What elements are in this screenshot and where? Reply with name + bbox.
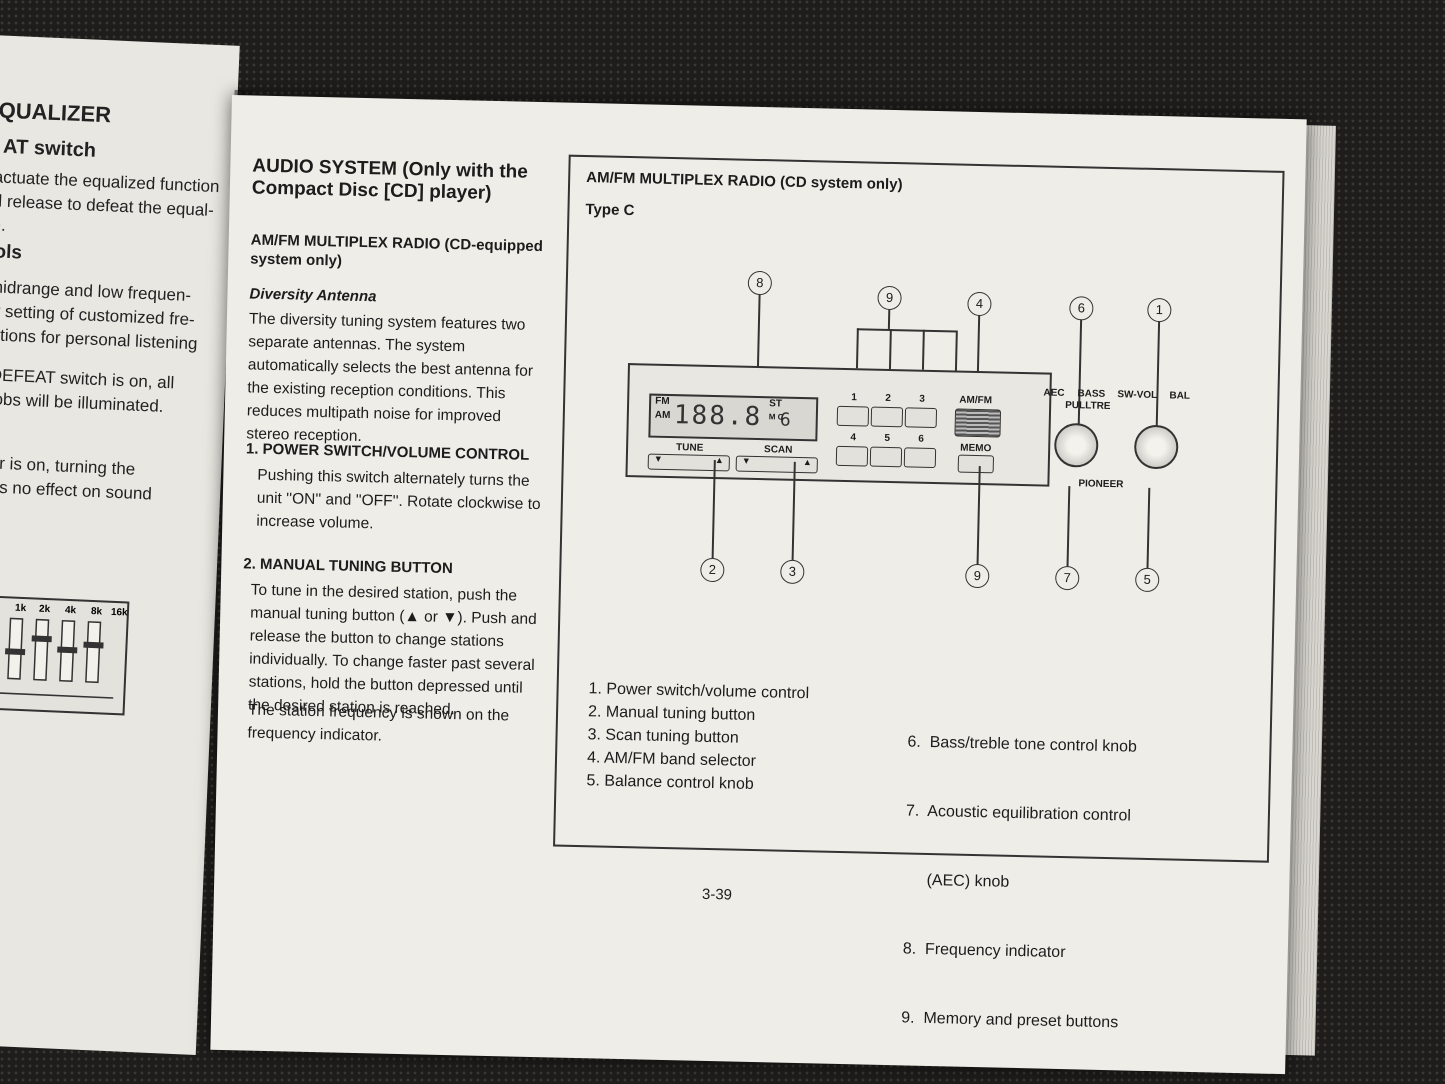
- diversity-heading: Diversity Antenna: [249, 285, 377, 306]
- left-text-line: /DEFEAT switch is on, all: [0, 365, 175, 393]
- preset-label: 1: [851, 392, 857, 404]
- legend-item: 8. Frequency indicator: [902, 940, 1066, 962]
- preset-button-3[interactable]: [904, 407, 938, 429]
- section-2-heading: 2. MANUAL TUNING BUTTON: [243, 555, 453, 578]
- diversity-text: The diversity tuning system features two…: [246, 310, 534, 446]
- legend-item: 6. Bass/treble tone control knob: [907, 733, 1138, 756]
- up-arrow-icon: ▲: [802, 457, 812, 468]
- up-arrow-icon: ▲: [714, 455, 724, 466]
- memory-button[interactable]: [957, 454, 995, 474]
- aec-bass-treble-knob[interactable]: [1053, 422, 1099, 468]
- display-am: AM: [654, 409, 671, 422]
- preset-label: 4: [850, 432, 857, 444]
- callout-9-top: 9: [877, 285, 902, 311]
- eq-label: 16k: [110, 606, 128, 619]
- equalizer-diagram: 500 1k 2k 4k 8k 16k: [0, 594, 130, 716]
- down-arrow-icon: ▼: [741, 455, 751, 466]
- left-text-line: zer is on, turning the: [0, 453, 136, 479]
- legend-item: 7. Acoustic equilibration control: [905, 802, 1132, 825]
- left-text-line: n.: [0, 215, 7, 235]
- legend-item: 9. Memory and preset buttons: [901, 1009, 1119, 1032]
- page-number: 3-39: [701, 885, 733, 904]
- eq-label: 2k: [38, 603, 51, 616]
- preset-label: 2: [885, 392, 891, 405]
- right-page: AUDIO SYSTEM (Only with the Compact Disc…: [210, 95, 1307, 1075]
- bal-label: BAL: [1169, 390, 1191, 402]
- callout-2: 2: [700, 557, 725, 583]
- left-text-line: has no effect on sound: [0, 477, 153, 504]
- equalizer-sliders: [0, 617, 114, 699]
- bass-label: BASS: [1077, 388, 1106, 400]
- left-text-line: nobs will be illuminated.: [0, 389, 164, 416]
- eq-label: 8k: [90, 605, 103, 618]
- preset-label: 5: [884, 432, 891, 445]
- preset-label: 6: [918, 433, 925, 445]
- left-text-line: w setting of customized fre-: [0, 301, 196, 330]
- radio-unit: 188.8 6 FM AM ST M C TUNE ▼ ▲ SCAN ▼ ▲: [625, 363, 1052, 487]
- left-heading-controls: ols: [0, 241, 23, 264]
- left-heading-switch: AT switch: [2, 135, 97, 162]
- callout-5: 5: [1134, 567, 1160, 593]
- leader-line: [1066, 486, 1070, 569]
- left-text-line: midrange and low frequen-: [0, 277, 192, 306]
- preset-label: 3: [919, 393, 925, 405]
- leader-line: [1146, 487, 1150, 570]
- down-arrow-icon: ▼: [653, 453, 663, 464]
- left-text-line: d release to defeat the equal-: [0, 191, 215, 220]
- amfm-label: AM/FM: [959, 394, 993, 407]
- preset-button-1[interactable]: [836, 405, 870, 427]
- aec-label: AEC: [1043, 387, 1065, 399]
- legend-item: (AEC) knob: [904, 871, 1010, 891]
- left-page: QUALIZER AT switch actuate the equalized…: [0, 35, 240, 1055]
- legend-item: 5. Balance control knob: [586, 772, 754, 794]
- figure-frame: AM/FM MULTIPLEX RADIO (CD system only) T…: [553, 154, 1285, 1031]
- manual-tuning-button[interactable]: ▼ ▲: [647, 453, 730, 472]
- swvol-label: SW-VOL: [1117, 389, 1158, 402]
- scan-label: SCAN: [763, 444, 793, 456]
- callout-7: 7: [1054, 565, 1080, 591]
- amfm-band-selector[interactable]: [954, 408, 1002, 438]
- callout-8: 8: [747, 270, 773, 296]
- left-heading-equalizer: QUALIZER: [0, 97, 112, 128]
- frequency-indicator: 188.8 6: [648, 393, 819, 442]
- display-text: 188.8: [673, 400, 763, 433]
- display-fm: FM: [655, 395, 670, 408]
- power-volume-knob[interactable]: [1133, 424, 1179, 470]
- left-text-line: lations for personal listening: [0, 325, 198, 354]
- memo-label: MEMO: [960, 442, 992, 455]
- leader-line: [887, 308, 890, 329]
- callout-1: 1: [1147, 297, 1172, 323]
- preset-button-6[interactable]: [903, 447, 937, 469]
- display-st: ST: [769, 398, 783, 410]
- page-subtitle: AM/FM MULTIPLEX RADIO (CD-equipped syste…: [250, 231, 544, 270]
- callout-6: 6: [1069, 296, 1094, 321]
- legend-right: 6. Bass/treble tone control knob 7. Acou…: [900, 685, 1138, 1081]
- preset-button-5[interactable]: [869, 446, 903, 468]
- callout-9-bottom: 9: [965, 563, 990, 589]
- display-mc: M C: [768, 412, 784, 422]
- callout-3: 3: [780, 559, 805, 585]
- legend-left: 1. Power switch/volume control 2. Manual…: [586, 677, 809, 797]
- page-title: AUDIO SYSTEM (Only with the Compact Disc…: [251, 155, 529, 204]
- preset-button-4[interactable]: [835, 445, 869, 467]
- preset-button-2[interactable]: [870, 406, 904, 428]
- leader-line: [856, 328, 957, 333]
- figure-title: AM/FM MULTIPLEX RADIO (CD system only): [586, 169, 903, 194]
- scan-tuning-button[interactable]: ▼ ▲: [735, 455, 818, 474]
- brand-logo: PIONEER: [1078, 478, 1124, 491]
- section-1-text: Pushing this switch alternately turns th…: [256, 466, 541, 533]
- pulltre-label: PULLTRE: [1065, 399, 1111, 413]
- section-2-text-2: The station frequency is shown on the fr…: [247, 701, 510, 745]
- figure-type-label: Type C: [585, 201, 635, 220]
- eq-label: 1k: [14, 602, 27, 615]
- callout-4: 4: [967, 291, 992, 317]
- tune-label: TUNE: [675, 442, 704, 454]
- eq-label: 4k: [64, 604, 77, 617]
